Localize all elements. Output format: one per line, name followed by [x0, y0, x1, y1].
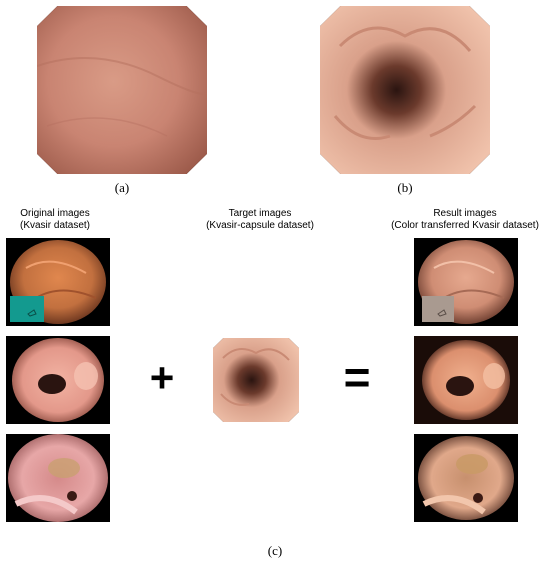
caption-a: (a)	[114, 180, 130, 195]
equals-sign: =	[343, 351, 371, 403]
plus-sign: +	[149, 354, 175, 401]
caption-b: (b)	[397, 180, 413, 195]
column-title-original: Original images (Kvasir dataset)	[0, 208, 110, 232]
original-image-1	[6, 238, 110, 326]
target-title-line1: Target images	[228, 208, 292, 219]
column-title-result: Result images (Color transferred Kvasir …	[380, 208, 550, 232]
image-a-mucosa	[37, 6, 207, 174]
result-image-1	[414, 238, 518, 326]
result-image-3	[414, 434, 518, 522]
original-title-line1: Original images	[20, 208, 90, 219]
image-b-capsule	[320, 6, 490, 174]
target-image	[213, 338, 299, 422]
original-image-3	[6, 434, 110, 522]
result-title-line2: (Color transferred Kvasir dataset)	[391, 220, 539, 231]
result-title-line1: Result images	[433, 208, 497, 219]
original-image-2	[6, 336, 110, 424]
result-image-2	[414, 336, 518, 424]
column-title-target: Target images (Kvasir-capsule dataset)	[185, 208, 335, 232]
target-title-line2: (Kvasir-capsule dataset)	[206, 220, 314, 231]
caption-c: (c)	[267, 543, 283, 558]
original-title-line2: (Kvasir dataset)	[19, 220, 91, 231]
